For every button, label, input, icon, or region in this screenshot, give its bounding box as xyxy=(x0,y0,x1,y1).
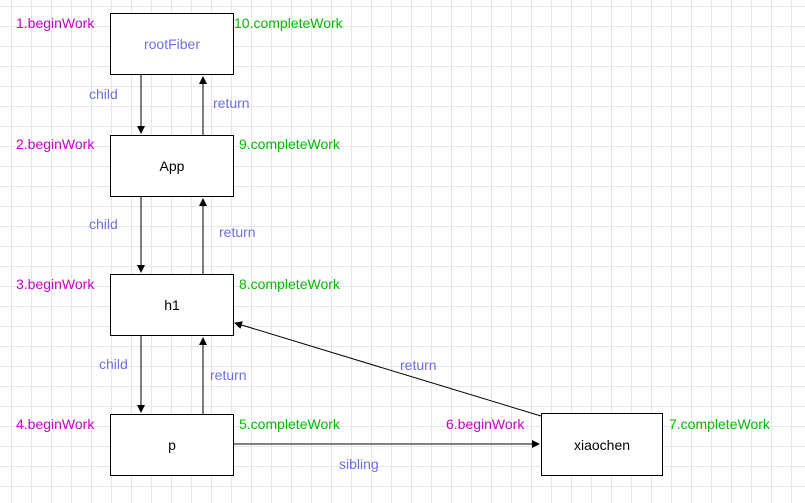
edge-label-return-4: return xyxy=(400,357,437,373)
edge-label-child-2: child xyxy=(89,216,118,232)
step-3-label: 3.beginWork xyxy=(16,276,95,292)
node-app: App xyxy=(110,135,234,197)
edge-xiaochen-to-h1-return xyxy=(234,321,542,417)
step-9-label: 9.completeWork xyxy=(239,136,340,152)
step-4-label: 4.beginWork xyxy=(16,416,95,432)
step-1-label: 1.beginWork xyxy=(16,15,95,31)
node-xiaochen: xiaochen xyxy=(541,413,663,476)
edge-label-return-3: return xyxy=(210,367,247,383)
step-10-label: 10.completeWork xyxy=(234,15,343,31)
edge-label-sibling: sibling xyxy=(339,456,379,472)
node-h1: h1 xyxy=(110,274,234,336)
step-8-label: 8.completeWork xyxy=(239,276,340,292)
edge-label-return-1: return xyxy=(213,95,250,111)
step-7-label: 7.completeWork xyxy=(669,416,770,432)
step-6-label: 6.beginWork xyxy=(446,416,525,432)
node-p: p xyxy=(110,414,234,476)
edge-label-return-2: return xyxy=(219,224,256,240)
step-5-label: 5.completeWork xyxy=(239,416,340,432)
step-2-label: 2.beginWork xyxy=(16,136,95,152)
edge-label-child-1: child xyxy=(89,86,118,102)
edge-label-child-3: child xyxy=(99,356,128,372)
node-rootfiber: rootFiber xyxy=(110,13,234,75)
